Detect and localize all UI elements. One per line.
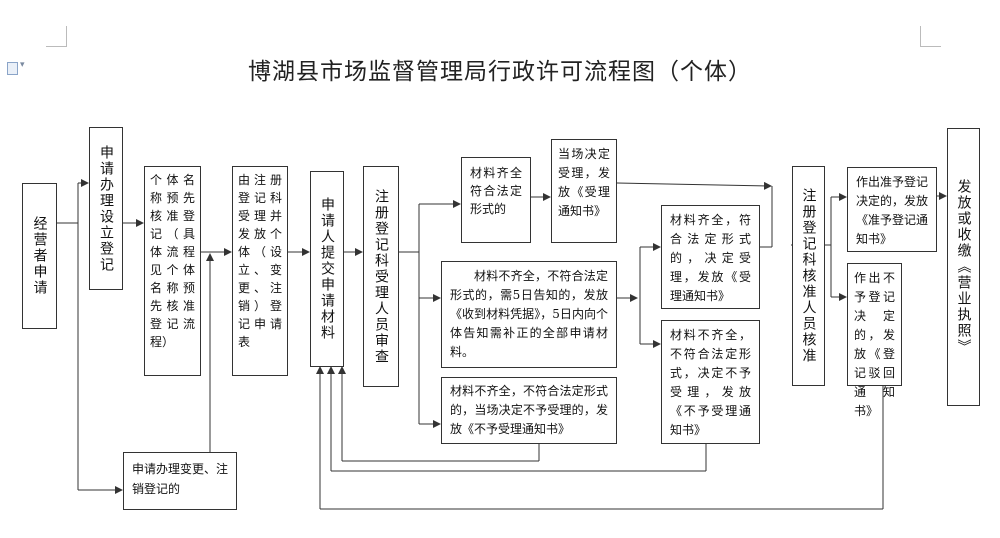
box-receive-form-text: 由注册登记科受理并发放个体（设立、变更、注销）登记申请表: [238, 173, 282, 349]
box-grant-registration: 作出准予登记决定的，发放《准予登记通知书》: [847, 167, 937, 252]
box-submit-materials: 申请人提交申请材料: [310, 171, 344, 367]
document-icon[interactable]: [7, 62, 18, 75]
page-title: 博湖县市场监督管理局行政许可流程图（个体）: [248, 59, 752, 85]
box-incomplete-reject: 材料不齐全，不符合法定形式的，当场决定不予受理的，发放《不予受理通知书》: [441, 377, 617, 444]
box-issue-license-text: 发放或收缴《营业执照》: [955, 179, 972, 355]
box-clerk-review: 注册登记科受理人员审查: [363, 166, 399, 387]
box-reject-registration-text: 作出不予登记决定的，发放《登记驳回通知书》: [854, 271, 895, 418]
box-approval-staff: 注册登记科核准人员核准: [792, 166, 825, 386]
box-later-accept-text: 材料齐全，符合法定形式的，决定受理，发放《受理通知书》: [670, 213, 751, 303]
box-apply-setup-text: 申请办理设立登记: [98, 144, 114, 273]
box-applicant-text: 经营者申请: [31, 216, 48, 296]
box-incomplete-notify-text: 材料不齐全，不符合法定形式的，需5日告知的，发放《收到材料凭据》，5日内向个体告…: [450, 269, 608, 359]
box-complete-legal-text: 材料齐全符合法定形式的: [470, 166, 522, 216]
box-accept-on-spot: 当场决定受理，发放《受理通知书》: [551, 139, 617, 243]
box-later-reject: 材料不齐全，不符合法定形式，决定不予受理，发放《不予受理通知书》: [661, 320, 760, 444]
chevron-down-icon[interactable]: ▾: [20, 60, 25, 70]
box-approval-staff-text: 注册登记科核准人员核准: [800, 188, 817, 364]
box-issue-license: 发放或收缴《营业执照》: [947, 128, 980, 406]
box-later-accept: 材料齐全，符合法定形式的，决定受理，发放《受理通知书》: [661, 205, 760, 309]
page-corner-mark: [46, 26, 67, 47]
box-apply-change-text: 申请办理变更、注销登记的: [132, 462, 229, 496]
box-name-approval: 个体名称预先核准登记（具体流程见个体名称预先核准登记流程）: [144, 166, 201, 376]
box-receive-form: 由注册登记科受理并发放个体（设立、变更、注销）登记申请表: [232, 166, 288, 376]
box-grant-registration-text: 作出准予登记决定的，发放《准予登记通知书》: [856, 175, 929, 246]
box-apply-change: 申请办理变更、注销登记的: [123, 452, 237, 510]
box-accept-on-spot-text: 当场决定受理，发放《受理通知书》: [558, 147, 610, 218]
box-apply-setup: 申请办理设立登记: [89, 127, 123, 290]
box-complete-legal: 材料齐全符合法定形式的: [461, 157, 531, 243]
page-corner-mark: [920, 26, 941, 47]
box-reject-registration: 作出不予登记决定的，发放《登记驳回通知书》: [847, 263, 902, 418]
box-submit-materials-text: 申请人提交申请材料: [319, 197, 335, 341]
box-later-reject-text: 材料不齐全，不符合法定形式，决定不予受理，发放《不予受理通知书》: [670, 328, 751, 437]
box-name-approval-text: 个体名称预先核准登记（具体流程见个体名称预先核准登记流程）: [150, 173, 195, 349]
box-incomplete-notify: 材料不齐全，不符合法定形式的，需5日告知的，发放《收到材料凭据》，5日内向个体告…: [441, 261, 617, 368]
box-applicant: 经营者申请: [22, 183, 57, 329]
box-incomplete-reject-text: 材料不齐全，不符合法定形式的，当场决定不予受理的，发放《不予受理通知书》: [450, 384, 608, 436]
box-clerk-review-text: 注册登记科受理人员审查: [373, 188, 389, 365]
